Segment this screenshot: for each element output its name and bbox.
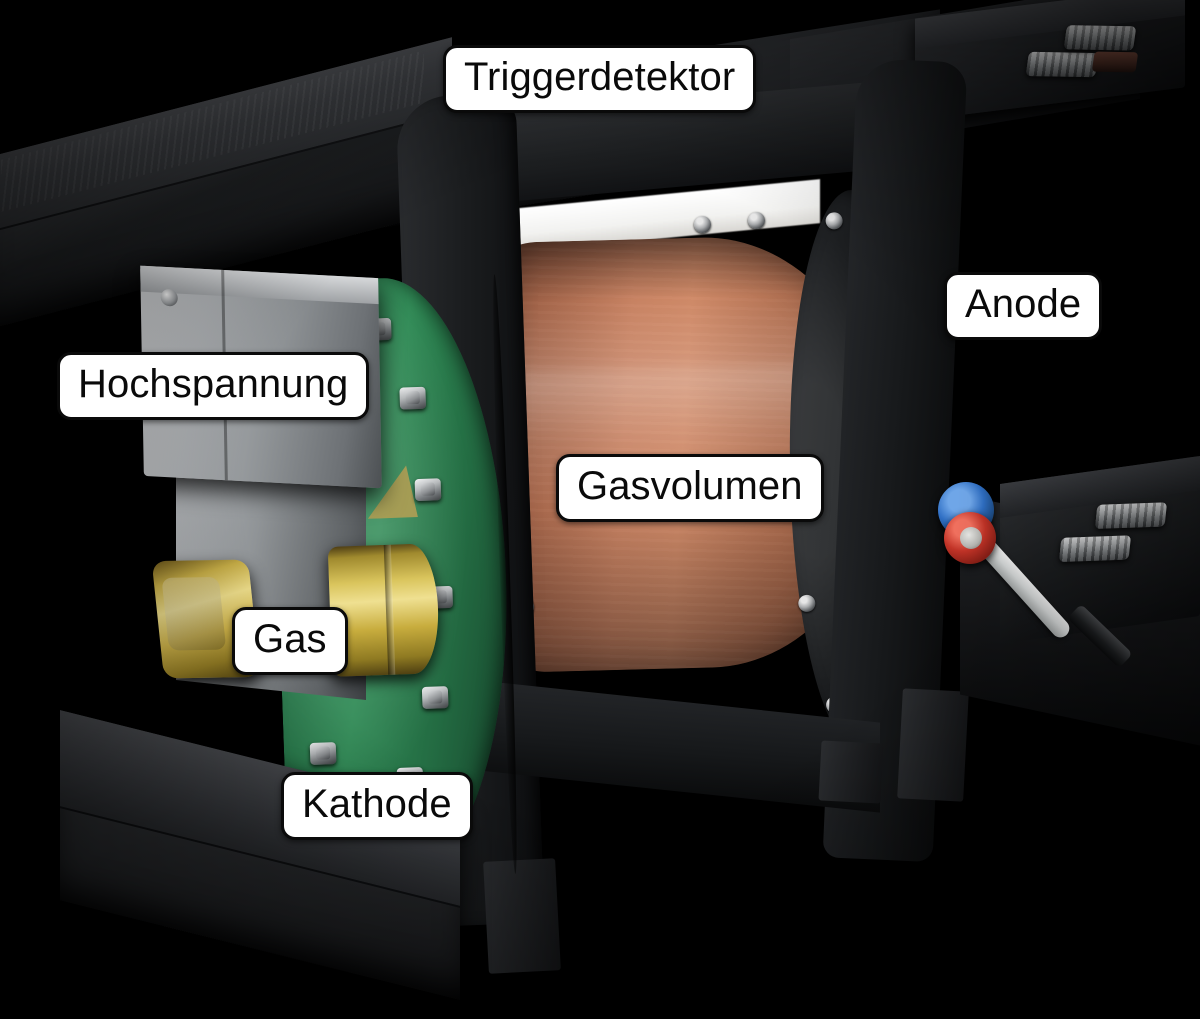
annotation-label-gasvolumen: Gasvolumen (556, 454, 824, 522)
brass-fitting-ring (383, 544, 396, 675)
signal-block-right (1000, 455, 1200, 645)
trigger-slab-top-texture (0, 50, 424, 212)
trigger-slab-top-face (0, 37, 452, 235)
frame-foot-front (483, 858, 561, 974)
connector-block-top-face (915, 0, 1185, 49)
flange-bolt (798, 594, 816, 613)
frame-screw-top-b (748, 212, 765, 229)
frame-foot-mid (818, 740, 884, 804)
brass-nut-facet (161, 576, 227, 651)
flange-bolt (825, 212, 843, 230)
gas-fitting-red (944, 512, 996, 564)
annotation-label-triggerdetektor: Triggerdetektor (443, 45, 757, 113)
bnc-connector-right-1 (1058, 535, 1132, 563)
bnc-connector-top-1 (1025, 51, 1099, 78)
annotation-label-gas: Gas (232, 607, 348, 675)
hv-housing-screw (160, 288, 178, 307)
annotation-label-anode: Anode (944, 272, 1103, 340)
annotation-label-kathode: Kathode (281, 772, 473, 840)
bnc-connector-top-2 (1063, 25, 1137, 51)
bnc-connector-right-2 (1094, 502, 1168, 529)
pcb-standoff (399, 386, 427, 410)
connector-cable-top (1091, 51, 1139, 73)
annotation-label-hochspannung: Hochspannung (57, 352, 370, 420)
pcb-standoff (414, 478, 442, 502)
pcb-standoff (309, 742, 337, 765)
frame-foot-rear (897, 688, 969, 802)
frame-screw-top-a (694, 216, 711, 233)
pcb-standoff (421, 686, 449, 710)
